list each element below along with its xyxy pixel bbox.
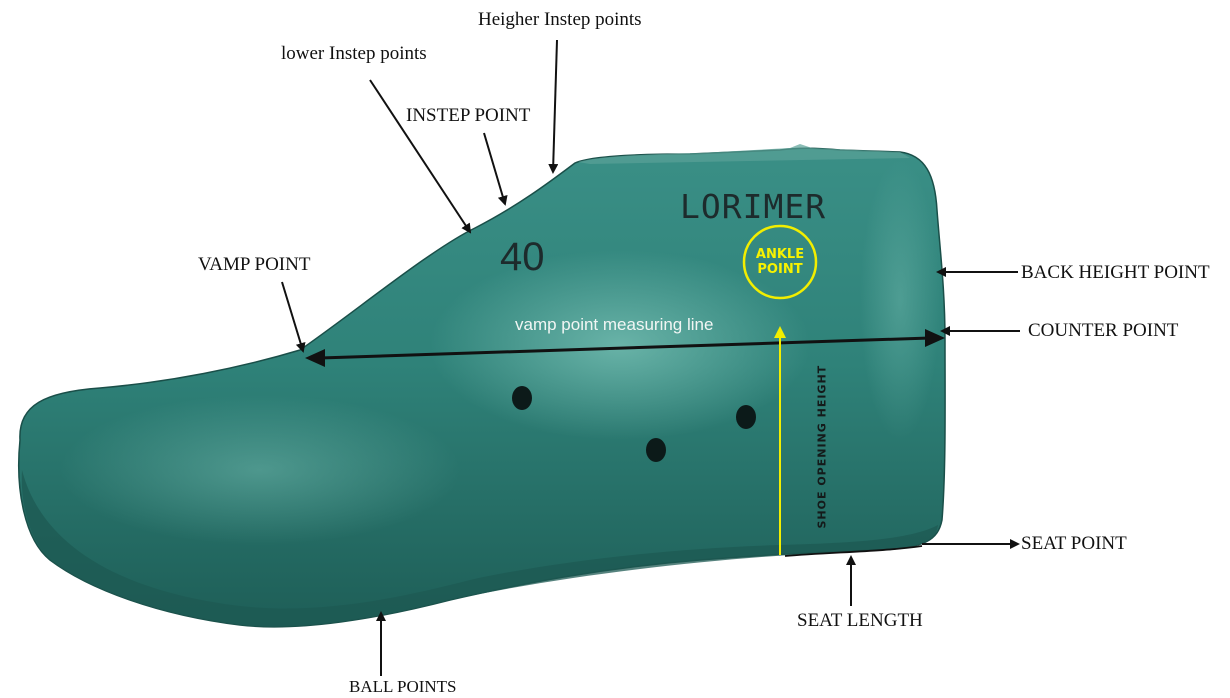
instep-point-label: INSTEP POINT [406, 105, 530, 127]
higher-instep-label: Heigher Instep points [478, 9, 642, 31]
ankle-point-label-line1: ANKLE [756, 247, 804, 262]
vamp-point-label: VAMP POINT [198, 254, 310, 276]
measuring-line-label: vamp point measuring line [515, 315, 713, 335]
last-size-marking: 40 [500, 235, 545, 280]
last-hole [736, 405, 756, 429]
ball-points-label: BALL POINTS [349, 677, 457, 697]
seat-point-label: SEAT POINT [1021, 533, 1127, 555]
lower-instep-label: lower Instep points [281, 43, 427, 65]
lower-instep-arrow [370, 80, 470, 232]
last-hole [512, 386, 532, 410]
vamp-point-arrow [282, 282, 303, 351]
instep-point-arrow [484, 133, 505, 204]
back-height-point-label: BACK HEIGHT POINT [1021, 262, 1210, 284]
shoe-opening-height-label: SHOE OPENING HEIGHT [816, 379, 829, 529]
seat-length-label: SEAT LENGTH [797, 610, 923, 632]
higher-instep-arrow [553, 40, 557, 172]
counter-point-label: COUNTER POINT [1028, 320, 1178, 342]
last-hole [646, 438, 666, 462]
ankle-point-label: ANKLE POINT [744, 226, 816, 298]
ankle-point-label-line2: POINT [757, 262, 802, 277]
last-model-marking: LORIMER [680, 187, 826, 226]
